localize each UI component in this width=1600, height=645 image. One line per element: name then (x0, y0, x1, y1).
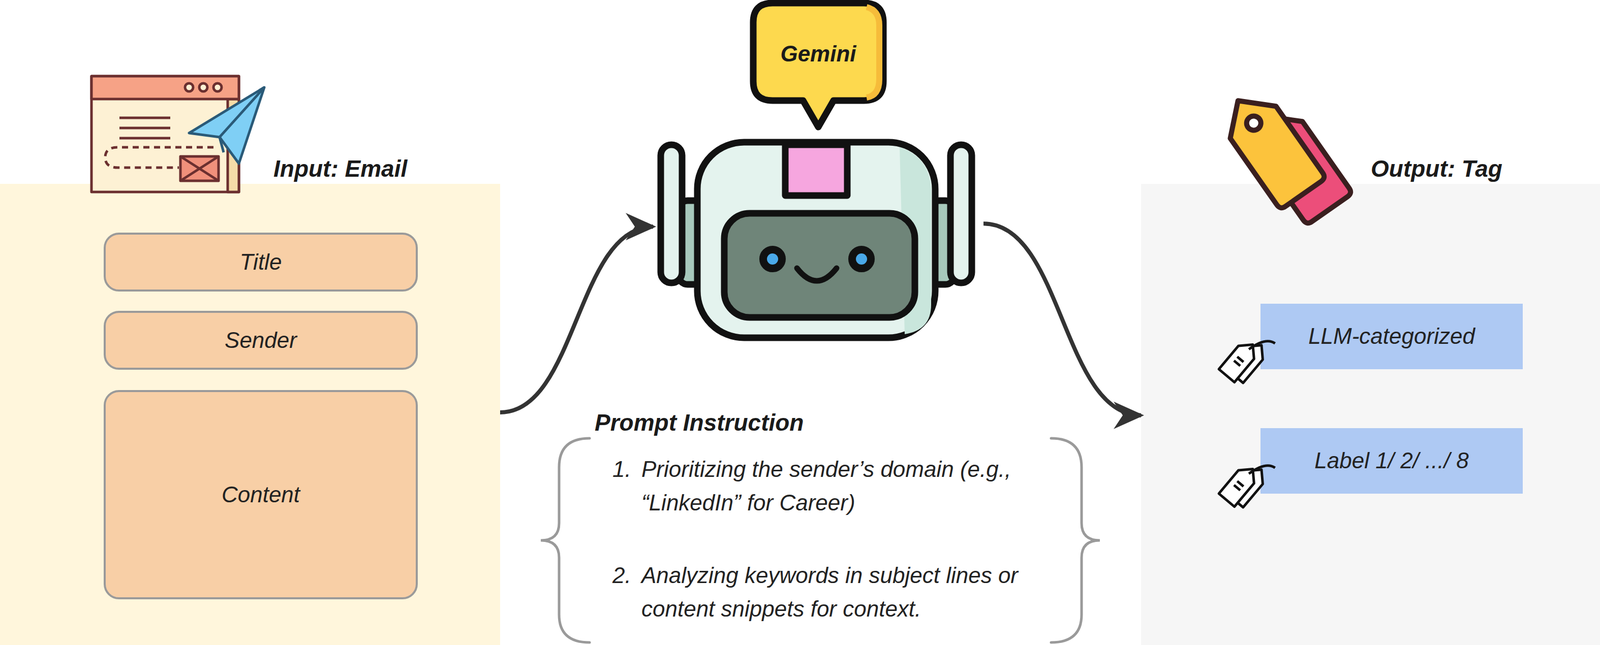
small-tag-icon-part (1234, 356, 1244, 366)
email-icon-part (199, 83, 208, 92)
panel-heading: Input: Email (273, 155, 408, 183)
panel-ground-part (0, 183, 501, 645)
list-number: 2. (612, 559, 632, 593)
connector-group (500, 223, 1142, 416)
email-icon-part (185, 83, 194, 92)
small-tag-icon-part (1234, 481, 1244, 491)
email-icon-part (189, 87, 265, 164)
field-box: Sender (103, 311, 418, 371)
email-icon-part (213, 83, 222, 92)
tag-box: Label 1/ 2/ .../ 8 (1260, 428, 1523, 495)
email-icon (91, 76, 265, 193)
node-label: Gemini (752, 26, 885, 82)
panel-ground-part (1141, 183, 1600, 645)
tag-icon-part (1243, 113, 1264, 134)
email-icon-part (180, 156, 219, 181)
speech-bubble-part (866, 7, 880, 98)
robot-illustration-part (855, 253, 868, 265)
prompt-bracket-part (540, 438, 590, 643)
robot-illustration-part (766, 253, 779, 265)
model-node: Gemini (653, 0, 984, 341)
robot-illustration-part (785, 144, 848, 196)
field-box: Title (103, 232, 418, 292)
email-icon-part (180, 156, 219, 181)
flow-arrow (500, 226, 654, 413)
email-icon-part (119, 137, 171, 140)
node-label: LLM-categorized (1308, 323, 1475, 351)
small-tag-icon-part (1218, 326, 1276, 388)
instruction-text: Analyzing keywords in subject lines or c… (641, 559, 1049, 627)
tag-box: LLM-categorized (1260, 303, 1523, 370)
robot-illustration-part (796, 268, 837, 282)
panel-heading: Output: Tag (1370, 155, 1503, 183)
node-label: Content (221, 481, 300, 509)
prompt-bracket (540, 438, 1100, 643)
robot-illustration-part (760, 247, 785, 272)
small-tag-icon (1218, 326, 1276, 512)
small-tag-icon-part (1218, 451, 1276, 512)
node-label: Title (239, 249, 283, 276)
robot-illustration-part (849, 247, 874, 272)
robot-illustration (660, 142, 972, 338)
panel-band: Input: EmailTitleSenderContent (0, 183, 501, 645)
field-box: Content (103, 390, 418, 600)
list-number: 1. (612, 452, 632, 487)
small-tag-icon-part (1248, 333, 1276, 361)
tag-icon-part (1215, 84, 1327, 211)
section-heading: Prompt Instruction (594, 409, 804, 438)
robot-illustration-part (724, 213, 915, 318)
panel-ground (0, 183, 1600, 645)
small-tag-icon-part (1248, 457, 1276, 485)
email-icon-part (119, 127, 171, 130)
small-tag-icon-part (1227, 463, 1270, 508)
node-label: Label 1/ 2/ .../ 8 (1314, 447, 1469, 475)
tag-icon-part (1215, 84, 1327, 211)
tag-icon (1215, 84, 1353, 226)
email-icon-part (119, 116, 171, 120)
small-tag-icon-part (1227, 339, 1270, 384)
panel-band: Output: TagLLM-categorizedLabel 1/ 2/ ..… (1141, 183, 1600, 645)
email-icon-part (91, 76, 239, 100)
robot-illustration-part (697, 142, 936, 338)
robot-illustration-part (660, 144, 683, 284)
flow-arrow (983, 223, 1142, 416)
instruction-text: Prioritizing the sender’s domain (e.g., … (641, 452, 1049, 520)
email-icon-part (219, 87, 265, 153)
small-tag-icon-part (1218, 463, 1261, 508)
prompt-bracket-part (1051, 438, 1100, 643)
node-label: Sender (224, 327, 297, 355)
robot-illustration-part (950, 144, 972, 284)
small-tag-icon-part (1218, 338, 1261, 383)
